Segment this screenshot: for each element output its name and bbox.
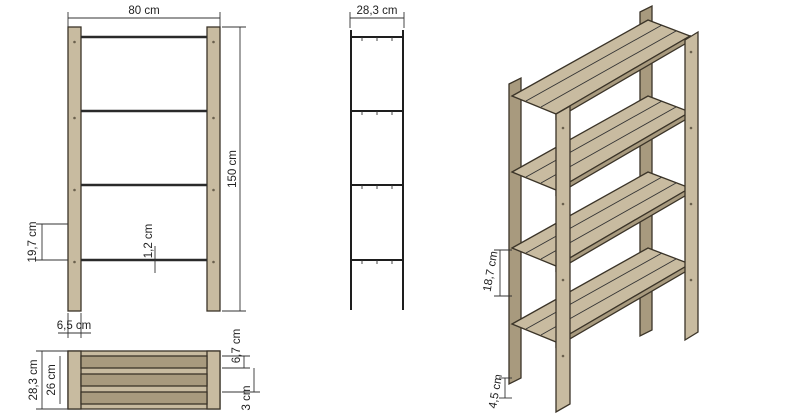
front-left-post xyxy=(67,26,82,312)
iso-shelf-1 xyxy=(510,19,692,121)
iso-bottom-label: 4,5 cm xyxy=(487,373,505,409)
slat-width-label: 6,7 cm xyxy=(231,329,243,364)
isometric-view: 18,7 cm 4,5 cm xyxy=(482,4,699,414)
iso-front-right-post xyxy=(684,30,699,342)
iso-front-left-post xyxy=(555,104,571,414)
top-left-post xyxy=(67,350,82,410)
front-post-bolts xyxy=(73,40,215,264)
depth-outer-label: 28,3 cm xyxy=(28,360,40,401)
top-slat-1 xyxy=(80,355,208,369)
iso-back-left-post xyxy=(508,76,522,386)
shelf-thickness-label: 1,2 cm xyxy=(143,224,155,259)
height-label: 150 cm xyxy=(227,150,239,188)
iso-shelf-gap-label: 18,7 cm xyxy=(482,250,501,292)
iso-shelf-4 xyxy=(510,247,692,349)
depth-label: 28,3 cm xyxy=(357,5,398,17)
depth-inner-label: 26 cm xyxy=(46,364,58,395)
side-view: 28,3 cm xyxy=(349,5,405,310)
top-slat-3 xyxy=(80,391,208,405)
slat-gap-label: 3 cm xyxy=(241,386,253,411)
post-width-label: 6,5 cm xyxy=(57,320,92,332)
top-right-post xyxy=(206,350,221,410)
front-view: 80 cm 150 cm 19,7 cm 1,2 cm 6,5 cm xyxy=(27,5,246,338)
top-view: 28,3 cm 26 cm 6,7 cm 3 cm xyxy=(28,329,260,411)
shelf-gap-label: 19,7 cm xyxy=(27,222,39,263)
iso-post-bolts xyxy=(561,50,693,358)
front-right-post xyxy=(206,26,221,312)
width-label: 80 cm xyxy=(128,5,159,17)
side-slat-notches xyxy=(361,37,393,264)
top-slat-2 xyxy=(80,373,208,387)
